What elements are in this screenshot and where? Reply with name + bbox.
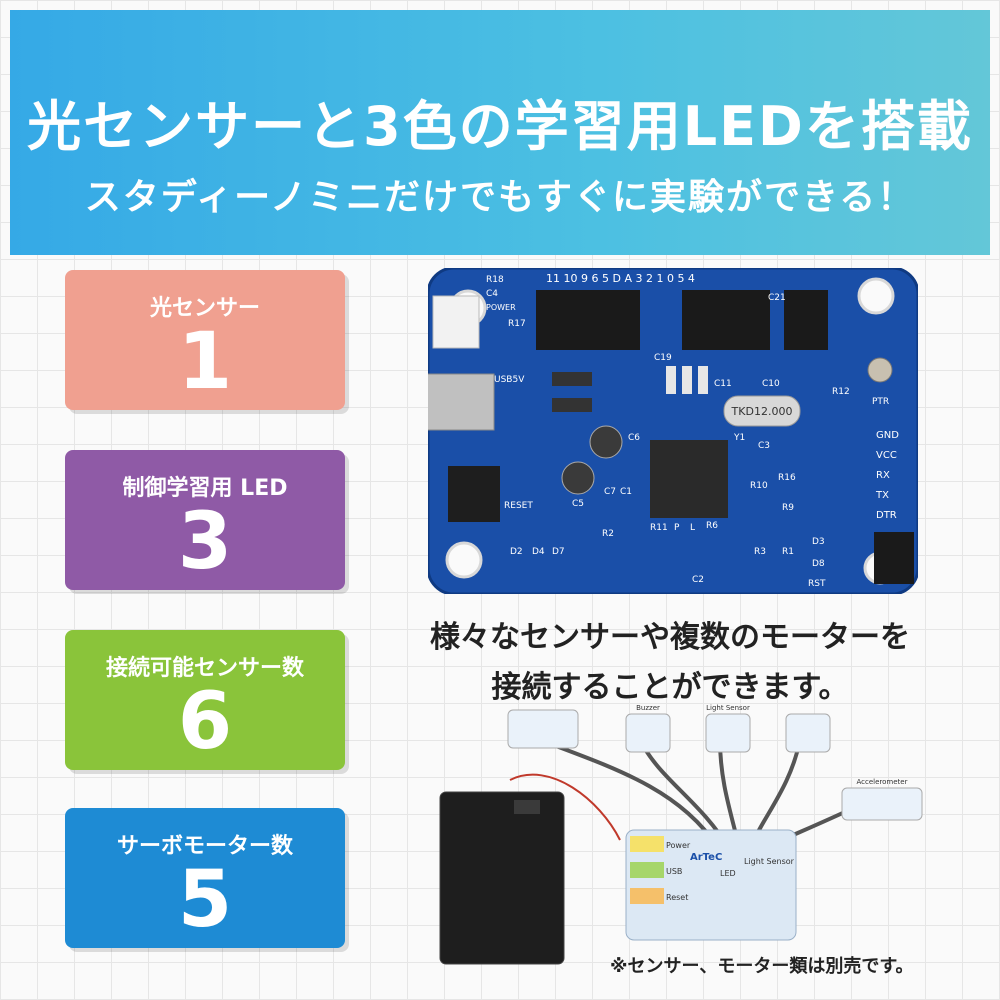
silk-power: POWER xyxy=(486,303,516,312)
module-label-light-sensor: Light Sensor xyxy=(706,704,750,712)
silk-c2: C2 xyxy=(692,575,704,585)
silk-r18: R18 xyxy=(486,275,504,285)
kit-light-sensor-label: Light Sensor xyxy=(744,857,795,866)
kit-brand-label: ArTeC xyxy=(690,852,722,863)
stat-card-led: 制御学習用 LED 3 xyxy=(65,450,345,590)
stat-value: 6 xyxy=(177,677,233,767)
silk-d8: D8 xyxy=(812,559,825,569)
silk-c19: C19 xyxy=(654,353,672,363)
silk-c11: C11 xyxy=(714,379,732,389)
silk-d2: D2 xyxy=(510,547,523,557)
silk-p: P xyxy=(674,523,680,533)
silk-r17: R17 xyxy=(508,319,526,329)
silk-c7: C7 xyxy=(604,487,616,497)
kit-reset-label: Reset xyxy=(666,893,688,902)
stat-value: 3 xyxy=(177,497,233,587)
pin-dtr: DTR xyxy=(876,510,897,521)
caption-line-2: 接続することができます。 xyxy=(491,670,849,705)
silk-c1: C1 xyxy=(620,487,632,497)
kit-usb-label: USB xyxy=(666,867,682,876)
silk-reset: RESET xyxy=(504,501,533,511)
silk-r10: R10 xyxy=(750,481,768,491)
silk-c6: C6 xyxy=(628,433,640,443)
silk-c3: C3 xyxy=(758,441,770,451)
silk-l: L xyxy=(690,523,695,533)
pin-vcc: VCC xyxy=(876,450,897,461)
silk-usb5v: USB5V xyxy=(494,375,525,385)
silk-r3: R3 xyxy=(754,547,766,557)
crystal-label: TKD12.000 xyxy=(731,405,793,418)
silk-r9: R9 xyxy=(782,503,794,513)
silk-r16: R16 xyxy=(778,473,796,483)
header-banner: 光センサーと3色の学習用LEDを搭載 スタディーノミニだけでもすぐに実験ができる… xyxy=(10,10,990,255)
stat-label: サーボモーター数 xyxy=(116,834,293,859)
top-pin-labels: 11 10 9 6 5 D A 3 2 1 0 5 4 xyxy=(546,272,695,285)
silk-y1: Y1 xyxy=(733,433,745,443)
stat-label: 制御学習用 LED xyxy=(122,476,288,501)
stat-card-servos: サーボモーター数 5 xyxy=(65,808,345,948)
pin-gnd: GND xyxy=(876,430,899,441)
silk-c10: C10 xyxy=(762,379,780,389)
silk-d3: D3 xyxy=(812,537,825,547)
sub-headline: スタディーノミニだけでもすぐに実験ができる！ xyxy=(84,177,916,218)
silk-c5: C5 xyxy=(572,499,584,509)
silk-r11: R11 xyxy=(650,523,668,533)
kit-led-label: LED xyxy=(720,869,736,878)
silk-c4: C4 xyxy=(486,289,498,299)
silk-d7: D7 xyxy=(552,547,565,557)
stat-card-light-sensor: 光センサー 1 xyxy=(65,270,345,410)
footnote: ※センサー、モーター類は別売です。 xyxy=(610,956,914,977)
silk-r12: R12 xyxy=(832,387,850,397)
stat-card-sensors: 接続可能センサー数 6 xyxy=(65,630,345,770)
stat-value: 1 xyxy=(177,317,233,407)
silk-r1: R1 xyxy=(782,547,794,557)
pin-tx: TX xyxy=(875,490,889,501)
silk-r6: R6 xyxy=(706,521,718,531)
silk-c21: C21 xyxy=(768,293,786,303)
caption-line-1: 様々なセンサーや複数のモーターを xyxy=(430,620,910,655)
silk-ptr: PTR xyxy=(872,397,889,407)
silk-r2: R2 xyxy=(602,529,614,539)
stat-label: 接続可能センサー数 xyxy=(105,656,304,681)
kit-image: Buzzer Light Sensor Accelerometer Power … xyxy=(439,704,923,965)
stat-value: 5 xyxy=(177,855,233,945)
silk-rst: RST xyxy=(808,579,826,589)
kit-power-label: Power xyxy=(666,841,691,850)
headline: 光センサーと3色の学習用LEDを搭載 xyxy=(27,95,973,158)
module-label-accelerometer: Accelerometer xyxy=(857,778,908,786)
silk-d4: D4 xyxy=(532,547,545,557)
module-label-buzzer: Buzzer xyxy=(636,704,660,712)
board-image: TKD12.000 11 10 9 6 5 D A 3 2 1 0 5 4 GN… xyxy=(428,268,918,594)
stat-label: 光センサー xyxy=(149,296,260,321)
pin-rx: RX xyxy=(876,470,890,481)
